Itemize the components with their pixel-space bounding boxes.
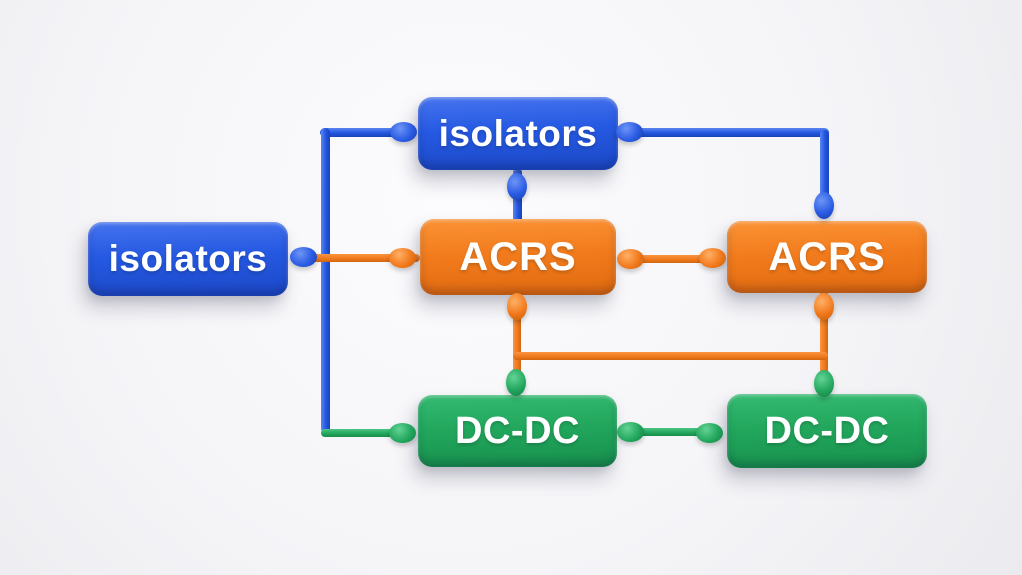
connector-dot xyxy=(617,422,644,442)
node-acrs-center: ACRS xyxy=(420,219,616,295)
connector-dot xyxy=(696,423,723,443)
connector-dot xyxy=(507,293,527,320)
connector-dot xyxy=(390,122,417,142)
connector-line-cross-bus xyxy=(513,352,828,360)
connector-line-dcdc-to-dcdc xyxy=(628,428,714,436)
connector-line-isolators-to-acrs xyxy=(305,254,420,262)
connector-dot xyxy=(389,423,416,443)
connector-line-riser-to-dcdc xyxy=(321,429,406,437)
node-isolators-left: isolators xyxy=(88,222,288,296)
connector-dot xyxy=(506,369,526,396)
connector-line-right-drop xyxy=(820,130,829,208)
node-isolators-top: isolators xyxy=(418,97,618,170)
connector-dot xyxy=(814,293,834,320)
connector-dot xyxy=(699,248,726,268)
connector-dot xyxy=(617,249,644,269)
connector-line-left-riser xyxy=(321,128,330,433)
connector-dot xyxy=(389,248,416,268)
node-acrs-right-label: ACRS xyxy=(768,234,886,279)
node-acrs-center-label: ACRS xyxy=(459,234,577,279)
connector-line-top-to-right xyxy=(628,128,829,137)
connector-line-left-to-top xyxy=(320,128,406,137)
connector-line-acrs-right-drop xyxy=(820,291,828,385)
node-isolators-top-label: isolators xyxy=(438,112,598,154)
connector-dot xyxy=(814,370,834,397)
node-acrs-right: ACRS xyxy=(727,221,927,293)
connector-dot xyxy=(507,173,527,200)
node-dcdc-center-label: DC-DC xyxy=(455,409,580,452)
connector-dot xyxy=(290,247,317,267)
connector-dot xyxy=(814,192,834,219)
connector-dot xyxy=(616,122,643,142)
connector-line-acrs-center-drop xyxy=(513,293,521,385)
connector-line-acrs-to-acrs xyxy=(628,255,716,263)
node-dcdc-right-label: DC-DC xyxy=(764,409,890,452)
node-dcdc-center: DC-DC xyxy=(418,395,617,467)
node-dcdc-right: DC-DC xyxy=(727,394,927,468)
node-isolators-left-label: isolators xyxy=(108,238,268,279)
